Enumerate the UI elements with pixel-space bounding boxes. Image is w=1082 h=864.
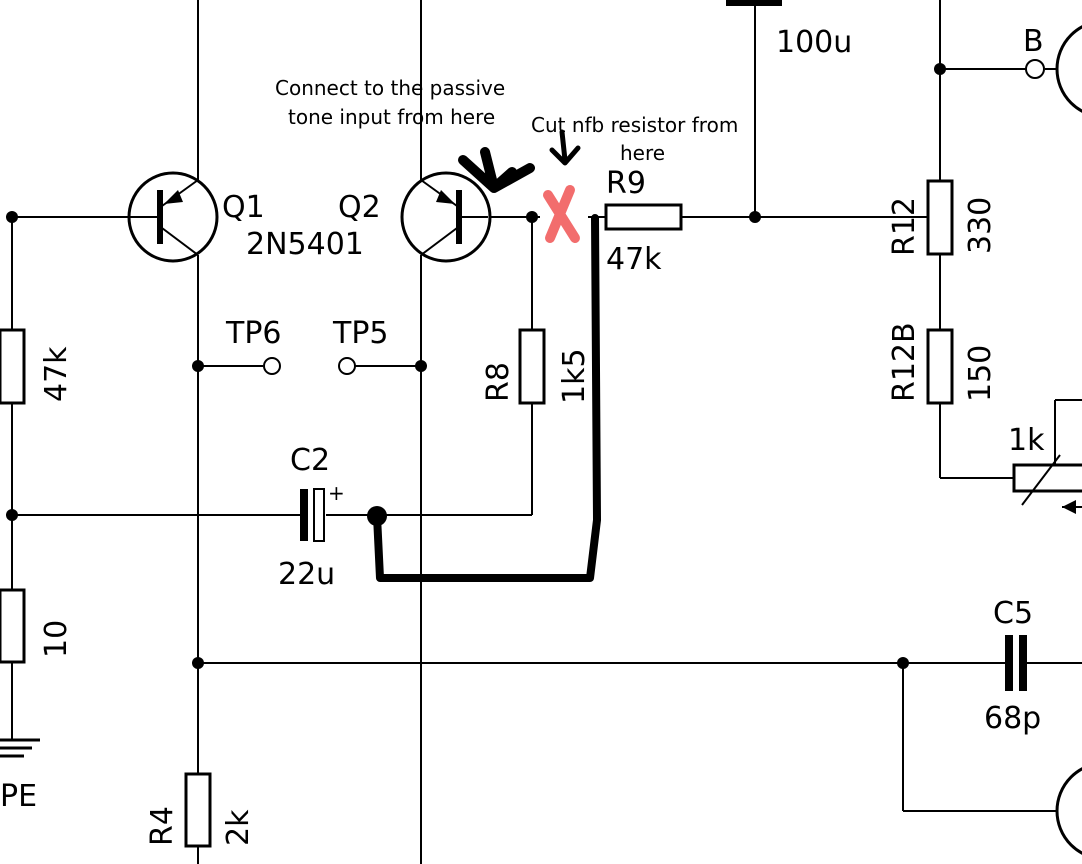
r8-ref: R8 — [481, 362, 516, 402]
r12b-ref: R12B — [887, 322, 922, 402]
arrow-icon-small — [549, 129, 581, 166]
transistor-q2-symbol — [400, 171, 492, 263]
pe-label: PE — [0, 779, 37, 814]
capacitor-top-symbol — [726, 0, 782, 6]
connect-note-line1: Connect to the passive — [275, 76, 505, 100]
resistor-r4 — [184, 772, 212, 848]
resistor-left-bottom — [0, 588, 26, 664]
resistor-r12b — [926, 328, 954, 405]
r4-value: 2k — [221, 809, 256, 846]
cut-note-line2: here — [620, 141, 665, 165]
cut-mark-icon — [543, 185, 580, 243]
resistor-r8 — [518, 328, 546, 405]
potentiometer-symbol — [1012, 399, 1082, 514]
c-top-value: 100u — [776, 25, 852, 60]
r-left-bottom-value: 10 — [39, 620, 74, 658]
r12-ref: R12 — [887, 197, 922, 256]
c2-value: 22u — [278, 557, 335, 592]
jumper-wire — [367, 214, 601, 582]
arrow-icon-big — [458, 147, 535, 193]
testpoint-tp5 — [338, 357, 356, 375]
c5-ref: C5 — [993, 596, 1033, 631]
r-left-top-value: 47k — [39, 346, 74, 402]
resistor-r9 — [604, 203, 683, 231]
q1-part: 2N5401 — [246, 227, 364, 262]
c2-ref: C2 — [290, 443, 330, 478]
offpage-transistor-bottom — [1055, 767, 1082, 855]
tp6-label: TP6 — [225, 316, 282, 351]
resistor-left-top — [0, 328, 26, 405]
pot-value: 1k — [1008, 423, 1045, 458]
ground-icon — [0, 738, 40, 758]
transistor-q1-symbol — [127, 171, 219, 263]
connect-note-line2: tone input from here — [288, 105, 495, 129]
r12-value: 330 — [963, 197, 998, 254]
q2-ref: Q2 — [338, 190, 381, 225]
c5-value: 68p — [984, 701, 1041, 736]
c2-polarity: + — [328, 481, 345, 505]
terminal-b-label: B — [1023, 24, 1044, 59]
offpage-transistor-top — [1055, 25, 1082, 113]
r8-value: 1k5 — [557, 348, 592, 404]
capacitor-c5-symbol — [1005, 635, 1027, 691]
testpoint-tp6 — [263, 357, 281, 375]
r12b-value: 150 — [963, 345, 998, 402]
resistor-r12 — [926, 179, 954, 256]
cut-note-line1: Cut nfb resistor from — [531, 113, 738, 137]
r9-ref: R9 — [606, 166, 646, 201]
tp5-label: TP5 — [332, 316, 389, 351]
wires — [11, 0, 1082, 864]
junction-nodes — [6, 63, 946, 669]
capacitor-c2-symbol — [300, 488, 325, 542]
q1-ref: Q1 — [222, 190, 265, 225]
r9-value: 47k — [606, 242, 662, 277]
r4-ref: R4 — [145, 806, 180, 846]
terminal-b — [1025, 59, 1045, 79]
